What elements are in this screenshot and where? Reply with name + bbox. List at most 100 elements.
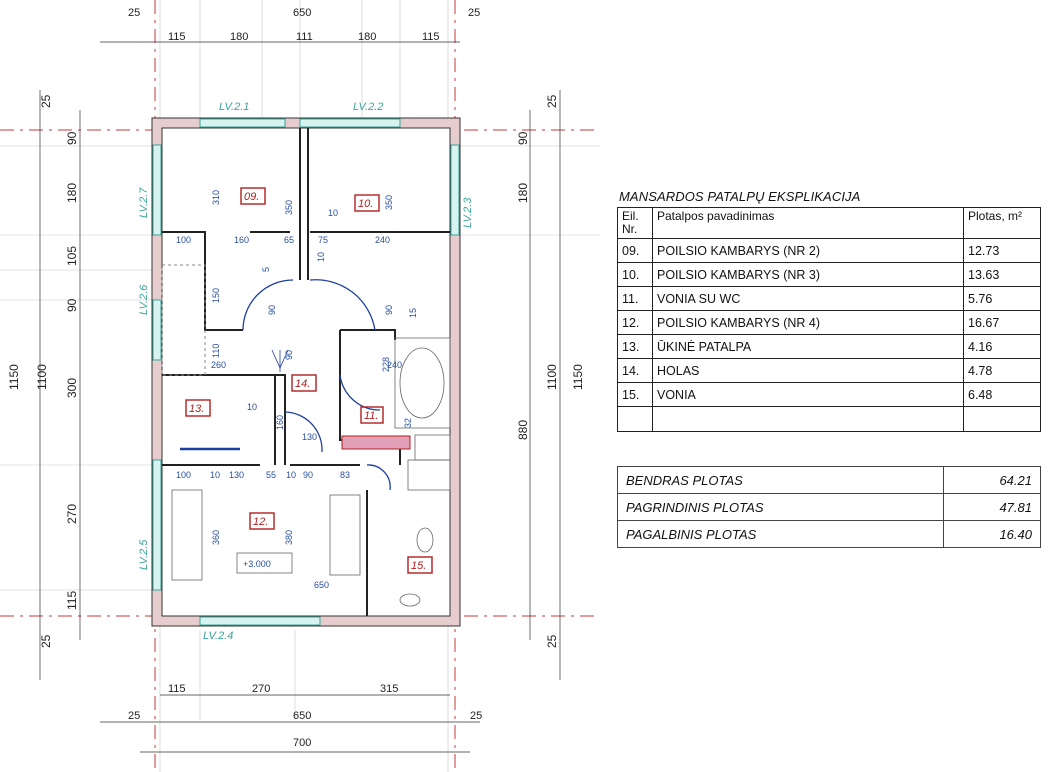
inner-dim: 310 <box>211 190 221 205</box>
inner-dim: 15 <box>408 308 418 318</box>
row-name: VONIA SU WC <box>652 286 964 311</box>
dim-left-seg-7: 115 <box>65 591 79 610</box>
dim-left-seg-6: 270 <box>65 504 79 524</box>
total-label: BENDRAS PLOTAS <box>617 466 944 494</box>
inner-dim: 10 <box>316 252 326 262</box>
table-row: 12.POILSIO KAMBARYS (NR 4)16.67 <box>617 310 1041 335</box>
dim-left-25-bottom: 25 <box>39 634 53 648</box>
total-value: 16.40 <box>943 520 1041 548</box>
room-label-11: 11. <box>364 410 378 422</box>
inner-dim: 240 <box>375 235 390 245</box>
floor-plan: 09. 10. 11. 12. 13. 14. 15. +3.000 25 65… <box>0 0 600 772</box>
row-area: 4.16 <box>963 334 1041 359</box>
dim-top-25-right: 25 <box>468 7 480 19</box>
dim-right-1150: 1150 <box>571 364 585 390</box>
inner-dim: 350 <box>384 195 394 210</box>
room-label-13: 13. <box>189 403 204 415</box>
row-name: POILSIO KAMBARYS (NR 2) <box>652 238 964 263</box>
dim-left-seg-5: 300 <box>65 378 79 398</box>
room-label-10: 10. <box>358 198 373 210</box>
dimension-lines <box>39 41 561 753</box>
inner-dim: 32 <box>403 418 413 428</box>
row-no: 12. <box>617 310 653 335</box>
total-label: PAGALBINIS PLOTAS <box>617 520 944 548</box>
window-label-lv21: LV.2.1 <box>219 101 249 113</box>
row-no: 14. <box>617 358 653 383</box>
explication-panel: MANSARDOS PATALPŲ EKSPLIKACIJA Eil. Nr. … <box>617 189 1042 432</box>
dim-top-seg-1: 115 <box>168 31 186 43</box>
total-value: 47.81 <box>943 493 1041 521</box>
window-label-lv25: LV.2.5 <box>138 539 150 570</box>
dim-top-seg-3: 111 <box>296 31 313 43</box>
dim-left-1100: 1100 <box>35 364 49 390</box>
window-label-lv23: LV.2.3 <box>462 197 474 228</box>
inner-dim: 160 <box>234 235 249 245</box>
inner-dim: 160 <box>275 415 285 430</box>
row-no: 10. <box>617 262 653 287</box>
explication-title: MANSARDOS PATALPŲ EKSPLIKACIJA <box>619 189 861 204</box>
row-no: 13. <box>617 334 653 359</box>
radiator <box>341 435 411 450</box>
inner-dim: 10 <box>328 208 338 218</box>
inner-dim: 110 <box>211 344 221 358</box>
row-no: 09. <box>617 238 653 263</box>
inner-dim: 55 <box>266 470 276 480</box>
dim-left-1150: 1150 <box>7 364 21 390</box>
window-label-lv26: LV.2.6 <box>138 284 150 315</box>
outer-walls <box>151 117 461 627</box>
table-row: 10.POILSIO KAMBARYS (NR 3)13.63 <box>617 262 1041 287</box>
dim-bottom-seg-3: 315 <box>380 683 398 695</box>
window-label-lv27: LV.2.7 <box>138 187 150 218</box>
inner-dim: 10 <box>210 470 220 480</box>
table-header-row: Eil. Nr. Patalpos pavadinimas Plotas, m² <box>617 207 1041 239</box>
inner-dim: 130 <box>302 432 317 442</box>
window-label-lv22: LV.2.2 <box>353 101 383 113</box>
inner-dim: 260 <box>211 360 226 370</box>
stair-area <box>161 264 206 376</box>
inner-dim: 90 <box>284 350 294 360</box>
row-area: 4.78 <box>963 358 1041 383</box>
dim-right-25-bottom: 25 <box>545 634 559 648</box>
row-area: 16.67 <box>963 310 1041 335</box>
row-area: 13.63 <box>963 262 1041 287</box>
inner-dim: 90 <box>384 305 394 315</box>
row-area: 12.73 <box>963 238 1041 263</box>
dim-top-seg-4: 180 <box>358 31 376 43</box>
inner-dim: 360 <box>211 530 221 545</box>
row-area: 6.48 <box>963 382 1041 407</box>
row-area: 5.76 <box>963 286 1041 311</box>
table-row: 09.POILSIO KAMBARYS (NR 2)12.73 <box>617 238 1041 263</box>
fixtures <box>171 337 451 607</box>
table-row-empty <box>617 406 1041 432</box>
row-name: VONIA <box>652 382 964 407</box>
inner-dim: 228 <box>381 357 391 372</box>
dim-right-seg-2: 180 <box>516 183 530 203</box>
inner-dim: 240 <box>387 360 402 370</box>
dim-bottom-seg-1: 115 <box>168 683 186 695</box>
total-label: PAGRINDINIS PLOTAS <box>617 493 944 521</box>
dim-top-25-left: 25 <box>128 7 140 19</box>
interior-walls <box>162 128 450 616</box>
dim-right-880: 880 <box>516 420 530 440</box>
dim-top-650: 650 <box>293 7 311 19</box>
dim-left-seg-2: 180 <box>65 183 79 203</box>
row-no: 11. <box>617 286 653 311</box>
dim-bottom-650: 650 <box>293 710 311 722</box>
header-no: Eil. Nr. <box>617 207 653 239</box>
dim-right-1100: 1100 <box>545 364 559 390</box>
inner-dim: 10 <box>286 470 296 480</box>
inner-dim: 350 <box>284 200 294 215</box>
dim-right-25-top: 25 <box>545 94 559 108</box>
inner-dim: 150 <box>211 288 221 303</box>
inner-dim: 650 <box>314 580 329 590</box>
inner-dim: 90 <box>303 470 313 480</box>
row-name: ŪKINĖ PATALPA <box>652 334 964 359</box>
row-no: 15. <box>617 382 653 407</box>
